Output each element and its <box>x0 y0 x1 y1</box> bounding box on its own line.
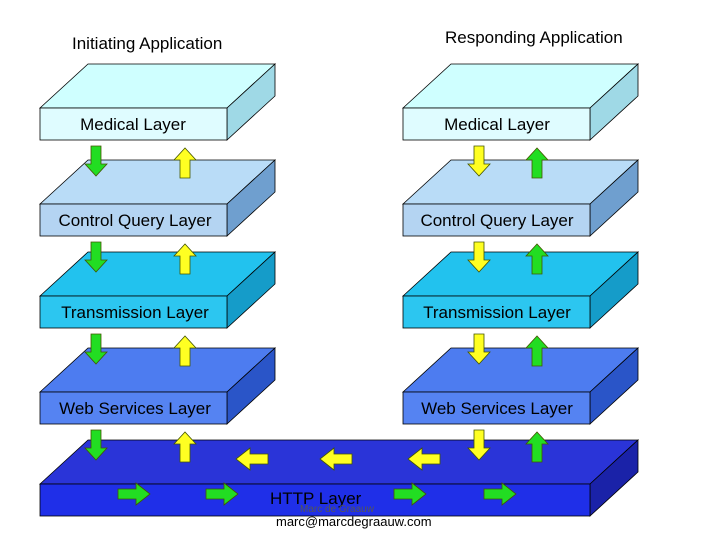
initiating-control-query-layer: Control Query Layer <box>38 159 277 237</box>
left-arrow <box>319 447 353 471</box>
initiating-transmission-layer-label: Transmission Layer <box>61 303 209 322</box>
up-arrow <box>173 431 197 463</box>
up-arrow <box>525 147 549 179</box>
initiating-transmission-layer: Transmission Layer <box>38 251 277 329</box>
http-layer-label: HTTP Layer <box>270 489 362 508</box>
up-arrows <box>173 147 549 463</box>
down-arrows <box>84 145 491 461</box>
up-arrow <box>173 147 197 179</box>
down-arrow <box>467 333 491 365</box>
down-arrow <box>84 241 108 273</box>
down-arrow <box>467 145 491 177</box>
right-arrow <box>483 482 517 506</box>
responding-control-query-layer-label: Control Query Layer <box>420 211 573 230</box>
responding-web-services-layer: Web Services Layer <box>401 347 640 425</box>
responding-medical-layer-label: Medical Layer <box>444 115 550 134</box>
responding-control-query-layer: Control Query Layer <box>401 159 640 237</box>
responding-application-heading: Responding Application <box>445 28 623 47</box>
responding-transmission-layer: Transmission Layer <box>401 251 640 329</box>
left-arrow <box>407 447 441 471</box>
initiating-control-query-layer-label: Control Query Layer <box>58 211 211 230</box>
responding-stack: Medical Layer Control Query Layer Transm… <box>401 63 640 425</box>
initiating-application-heading: Initiating Application <box>72 34 223 53</box>
left-arrows <box>235 447 441 471</box>
initiating-transmission-layer-front <box>39 295 228 329</box>
author-name: Marc de Graauw <box>300 504 374 515</box>
initiating-web-services-layer: Web Services Layer <box>38 347 277 425</box>
up-arrow <box>525 243 549 275</box>
initiating-web-services-layer-label: Web Services Layer <box>59 399 211 418</box>
left-arrow <box>235 447 269 471</box>
responding-transmission-layer-front <box>402 295 591 329</box>
responding-transmission-layer-label: Transmission Layer <box>423 303 571 322</box>
right-arrow <box>393 482 427 506</box>
right-arrow <box>117 482 151 506</box>
responding-web-services-layer-label: Web Services Layer <box>421 399 573 418</box>
down-arrow <box>84 333 108 365</box>
responding-medical-layer: Medical Layer <box>401 63 640 141</box>
down-arrow <box>84 145 108 177</box>
responding-medical-layer-front <box>402 107 591 141</box>
initiating-medical-layer-front <box>39 107 228 141</box>
initiating-stack: Medical Layer Control Query Layer Transm… <box>38 63 277 425</box>
initiating-web-services-layer-front <box>39 391 228 425</box>
responding-web-services-layer-front <box>402 391 591 425</box>
up-arrow <box>173 335 197 367</box>
right-arrow <box>205 482 239 506</box>
initiating-medical-layer-label: Medical Layer <box>80 115 186 134</box>
up-arrow <box>173 243 197 275</box>
right-arrows <box>117 482 517 506</box>
responding-control-query-layer-front <box>402 203 591 237</box>
author-email: marc@marcdegraauw.com <box>276 514 432 529</box>
down-arrow <box>467 429 491 461</box>
down-arrow <box>467 241 491 273</box>
down-arrow <box>84 429 108 461</box>
up-arrow <box>525 431 549 463</box>
initiating-medical-layer: Medical Layer <box>38 63 277 141</box>
initiating-control-query-layer-front <box>39 203 228 237</box>
up-arrow <box>525 335 549 367</box>
